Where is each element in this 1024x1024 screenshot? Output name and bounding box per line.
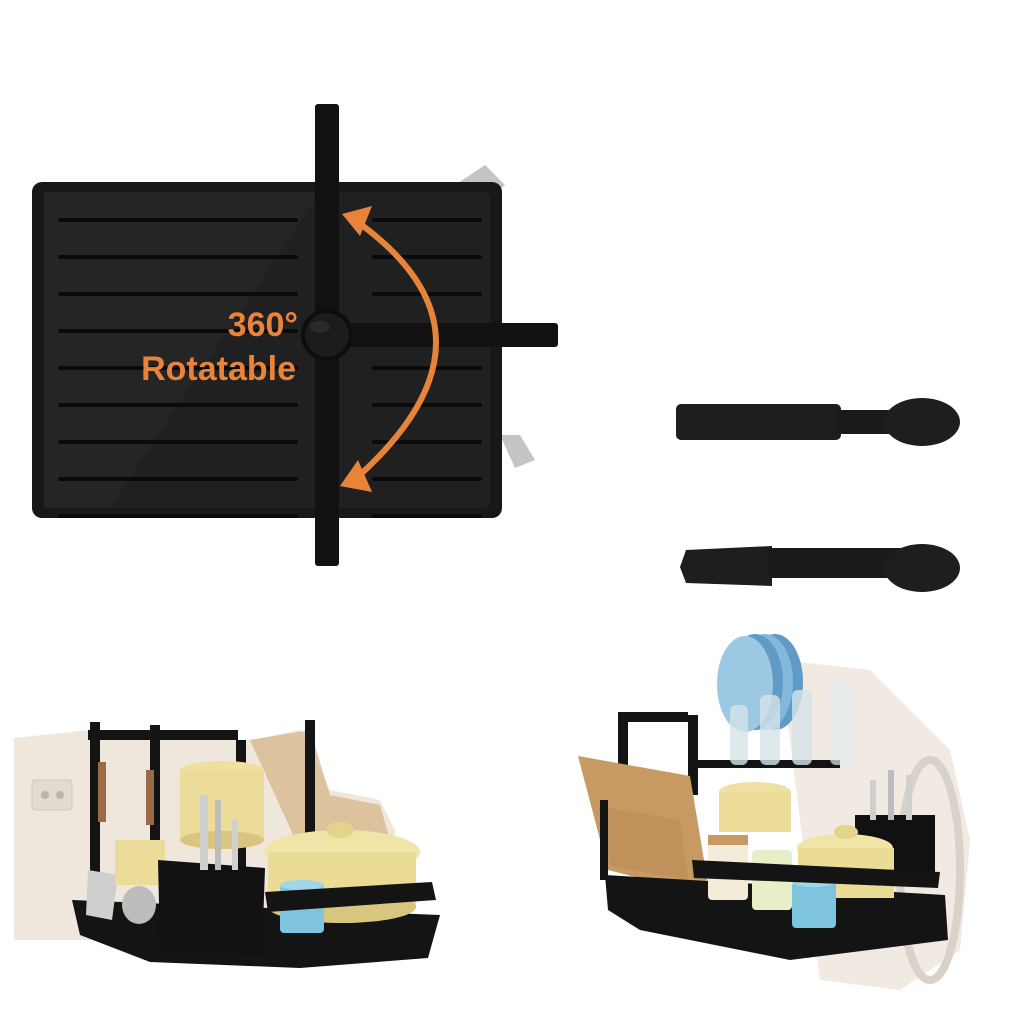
drainage-slot [372, 366, 482, 370]
drainage-slot [372, 477, 482, 481]
spout-parts-illustration [660, 380, 980, 620]
rotation-angle-label: 360° [228, 306, 298, 344]
drainage-slot [58, 329, 298, 333]
drainage-slot [58, 292, 298, 296]
dish-rack-photo-right [570, 620, 980, 1000]
pivot-knob-icon [301, 309, 353, 361]
drainage-slot [58, 255, 298, 259]
spout-piece-straight [676, 398, 960, 446]
drainage-slot [58, 514, 298, 518]
blue-cup-right [792, 882, 836, 928]
rotatable-tray-illustration: 360° Rotatable [0, 90, 580, 580]
drainage-slot [372, 403, 482, 407]
drainage-slot [58, 218, 298, 222]
drainage-slot [58, 403, 298, 407]
spout-horizontal-bar [330, 323, 558, 347]
drainage-slot [372, 514, 482, 518]
rotation-caption-label: Rotatable [141, 350, 296, 388]
wall-outlet [31, 779, 73, 811]
drainage-slot [58, 477, 298, 481]
curved-double-arrow-icon [340, 206, 439, 492]
drainage-slot [372, 218, 482, 222]
drainage-slot [58, 440, 298, 444]
drainage-slot [58, 366, 298, 370]
drainage-slots [58, 218, 482, 518]
drainage-slot [372, 440, 482, 444]
drainage-slot [372, 255, 482, 259]
tray-sheen [44, 192, 320, 508]
spout-piece-tapered [680, 544, 960, 592]
dish-rack-photo-left [0, 700, 460, 1000]
tray-svg: 360° Rotatable [32, 104, 558, 566]
